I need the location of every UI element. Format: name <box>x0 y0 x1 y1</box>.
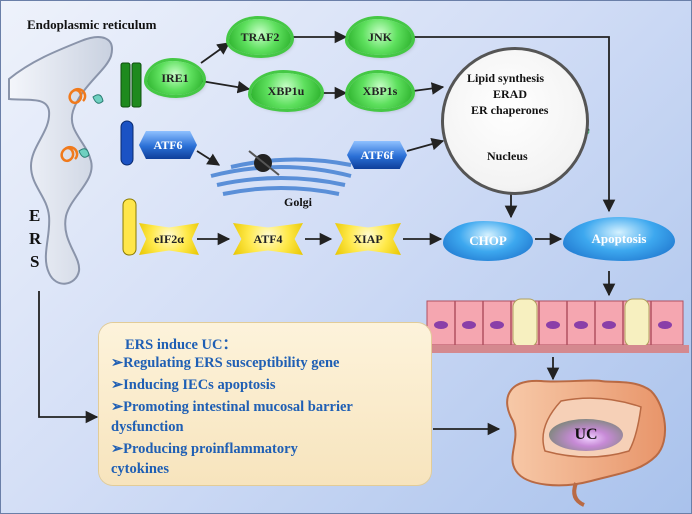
node-atf6f: ATF6f <box>347 141 407 169</box>
arrow-ire1-xbp1u <box>200 80 251 94</box>
node-traf2: TRAF2 <box>229 19 291 55</box>
ire1-receptor-bar-2 <box>131 62 142 108</box>
misfolded-protein-1 <box>68 87 87 105</box>
info-line-6: cytokines <box>111 461 169 477</box>
node-chop: CHOP <box>443 221 533 261</box>
arrow-jnk-apoptosis <box>413 36 616 213</box>
misfolded-protein-2 <box>60 145 79 163</box>
atf6-receptor <box>120 120 134 166</box>
node-apoptosis: Apoptosis <box>563 217 675 261</box>
info-line-3: ➢Promoting intestinal mucosal barrier <box>111 399 353 415</box>
perk-receptor <box>122 198 137 256</box>
ire1-receptor-bar-1 <box>120 62 131 108</box>
nucleus-item-chaperones: ER chaperones <box>471 103 549 117</box>
node-atf6: ATF6 <box>139 131 197 159</box>
node-ire1: IRE1 <box>147 61 203 95</box>
er-label: Endoplasmic reticulum <box>27 17 157 32</box>
er-membrane-shape <box>8 36 113 285</box>
node-xiap: XIAP <box>335 223 401 255</box>
ers-letter-r: R <box>29 229 42 248</box>
node-xbp1u: XBP1u <box>251 73 321 109</box>
node-jnk: JNK <box>348 19 412 55</box>
epithelial-cell-layer <box>421 298 689 353</box>
arrow-ers-infobox <box>38 291 99 424</box>
node-uc: UC <box>549 419 623 451</box>
chaperone-cap-1 <box>92 94 104 104</box>
arrow-atf6f-nucleus <box>406 137 445 152</box>
node-atf4: ATF4 <box>233 223 303 255</box>
ers-letter-e: E <box>29 206 41 225</box>
ers-letter-s: S <box>30 252 40 271</box>
info-line-4: dysfunction <box>111 419 184 435</box>
info-line-1: ➢Regulating ERS susceptibility gene <box>111 355 340 371</box>
arrow-xbp1s-nucleus <box>412 82 445 95</box>
info-box: ERS induce UC： ➢Regulating ERS susceptib… <box>99 323 431 485</box>
nucleus <box>441 47 589 195</box>
golgi-apparatus <box>210 157 352 196</box>
nucleus-label: Nucleus <box>487 149 528 163</box>
node-eif2a: eIF2α <box>139 223 199 255</box>
nucleus-item-lipid: Lipid synthesis <box>467 71 545 85</box>
info-box-title: ERS induce UC： <box>125 337 237 353</box>
info-line-2: ➢Inducing IECs apoptosis <box>111 377 276 393</box>
node-xbp1s: XBP1s <box>348 73 412 109</box>
chaperone-cap-2 <box>78 148 90 158</box>
nucleus-item-erad: ERAD <box>493 87 528 101</box>
arrow-atf6-golgi <box>196 150 221 166</box>
info-line-5: ➢Producing proinflammatory <box>111 441 298 457</box>
arrow-ire1-traf2 <box>200 42 231 64</box>
golgi-label: Golgi <box>284 195 313 209</box>
